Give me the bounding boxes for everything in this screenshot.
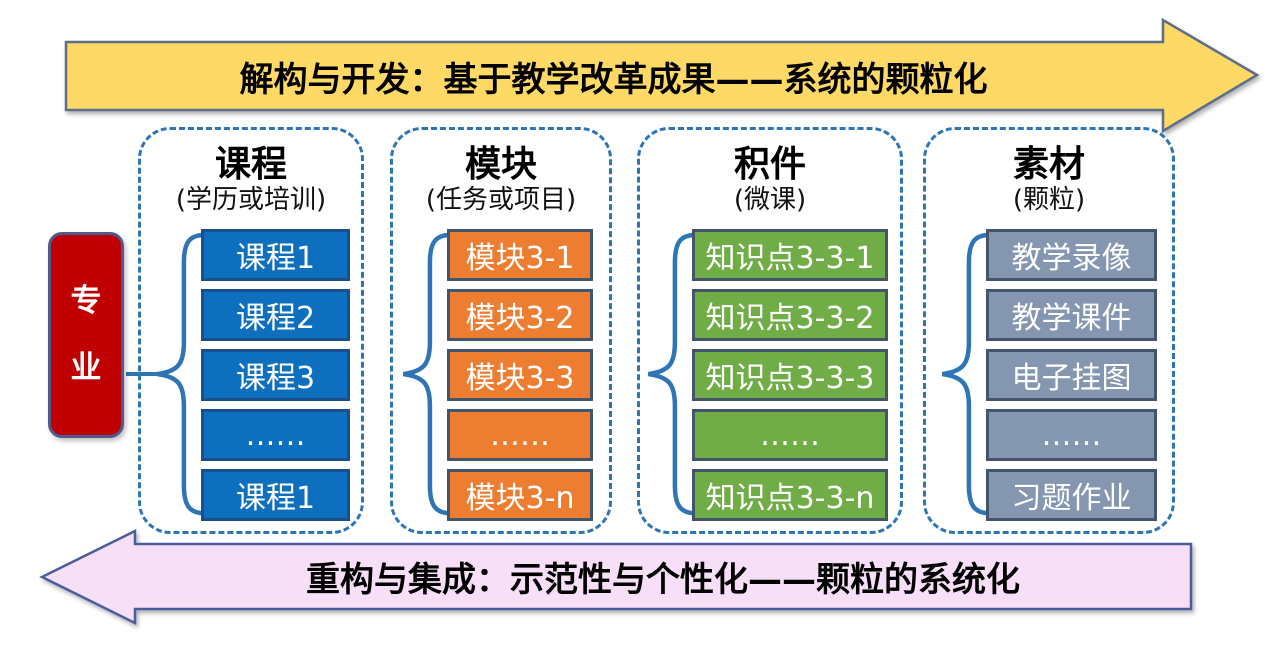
column-courses-title: 课程 — [214, 144, 287, 185]
material-box-ellipsis: …… — [986, 409, 1157, 461]
course-box-1: 课程1 — [201, 229, 350, 281]
course-box-3: 课程3 — [201, 349, 350, 401]
column-materials-subtitle: (颗粒) — [1012, 185, 1086, 215]
bottom-arrow-label: 重构与集成：示范性与个性化——颗粒的系统化 — [306, 559, 1020, 600]
knowledge-box-ellipsis: …… — [692, 409, 888, 461]
knowledge-box-2: 知识点3-3-2 — [692, 289, 888, 341]
column-components: 积件 (微课) 知识点3-3-1 知识点3-3-2 知识点3-3-3 …… 知识… — [637, 127, 903, 534]
module-box-3: 模块3-3 — [447, 349, 593, 401]
material-box-homework: 习题作业 — [986, 469, 1157, 521]
course-box-ellipsis: …… — [201, 409, 350, 461]
column-modules-subtitle: (任务或项目) — [425, 185, 577, 215]
module-box-2: 模块3-2 — [447, 289, 593, 341]
column-materials: 素材 (颗粒) 教学录像 教学课件 电子挂图 …… 习题作业 — [923, 127, 1175, 534]
column-materials-title: 素材 — [1012, 144, 1085, 185]
column-courses-subtitle: (学历或培训) — [175, 185, 327, 215]
material-box-courseware: 教学课件 — [986, 289, 1157, 341]
knowledge-box-n: 知识点3-3-n — [692, 469, 888, 521]
module-box-n: 模块3-n — [447, 469, 593, 521]
material-box-video: 教学录像 — [986, 229, 1157, 281]
root-node-major: 专业 — [48, 232, 124, 438]
knowledge-box-3: 知识点3-3-3 — [692, 349, 888, 401]
knowledge-box-1: 知识点3-3-1 — [692, 229, 888, 281]
column-components-subtitle: (微课) — [733, 185, 807, 215]
column-modules: 模块 (任务或项目) 模块3-1 模块3-2 模块3-3 …… 模块3-n — [390, 127, 612, 534]
module-box-ellipsis: …… — [447, 409, 593, 461]
root-node-label: 专业 — [70, 283, 102, 386]
column-courses: 课程 (学历或培训) 课程1 课程2 课程3 …… 课程1 — [138, 127, 364, 534]
top-arrow-label: 解构与开发：基于教学改革成果——系统的颗粒化 — [239, 59, 988, 100]
column-modules-title: 模块 — [464, 144, 537, 185]
module-box-1: 模块3-1 — [447, 229, 593, 281]
course-box-last: 课程1 — [201, 469, 350, 521]
material-box-chart: 电子挂图 — [986, 349, 1157, 401]
course-box-2: 课程2 — [201, 289, 350, 341]
column-components-title: 积件 — [733, 144, 806, 185]
